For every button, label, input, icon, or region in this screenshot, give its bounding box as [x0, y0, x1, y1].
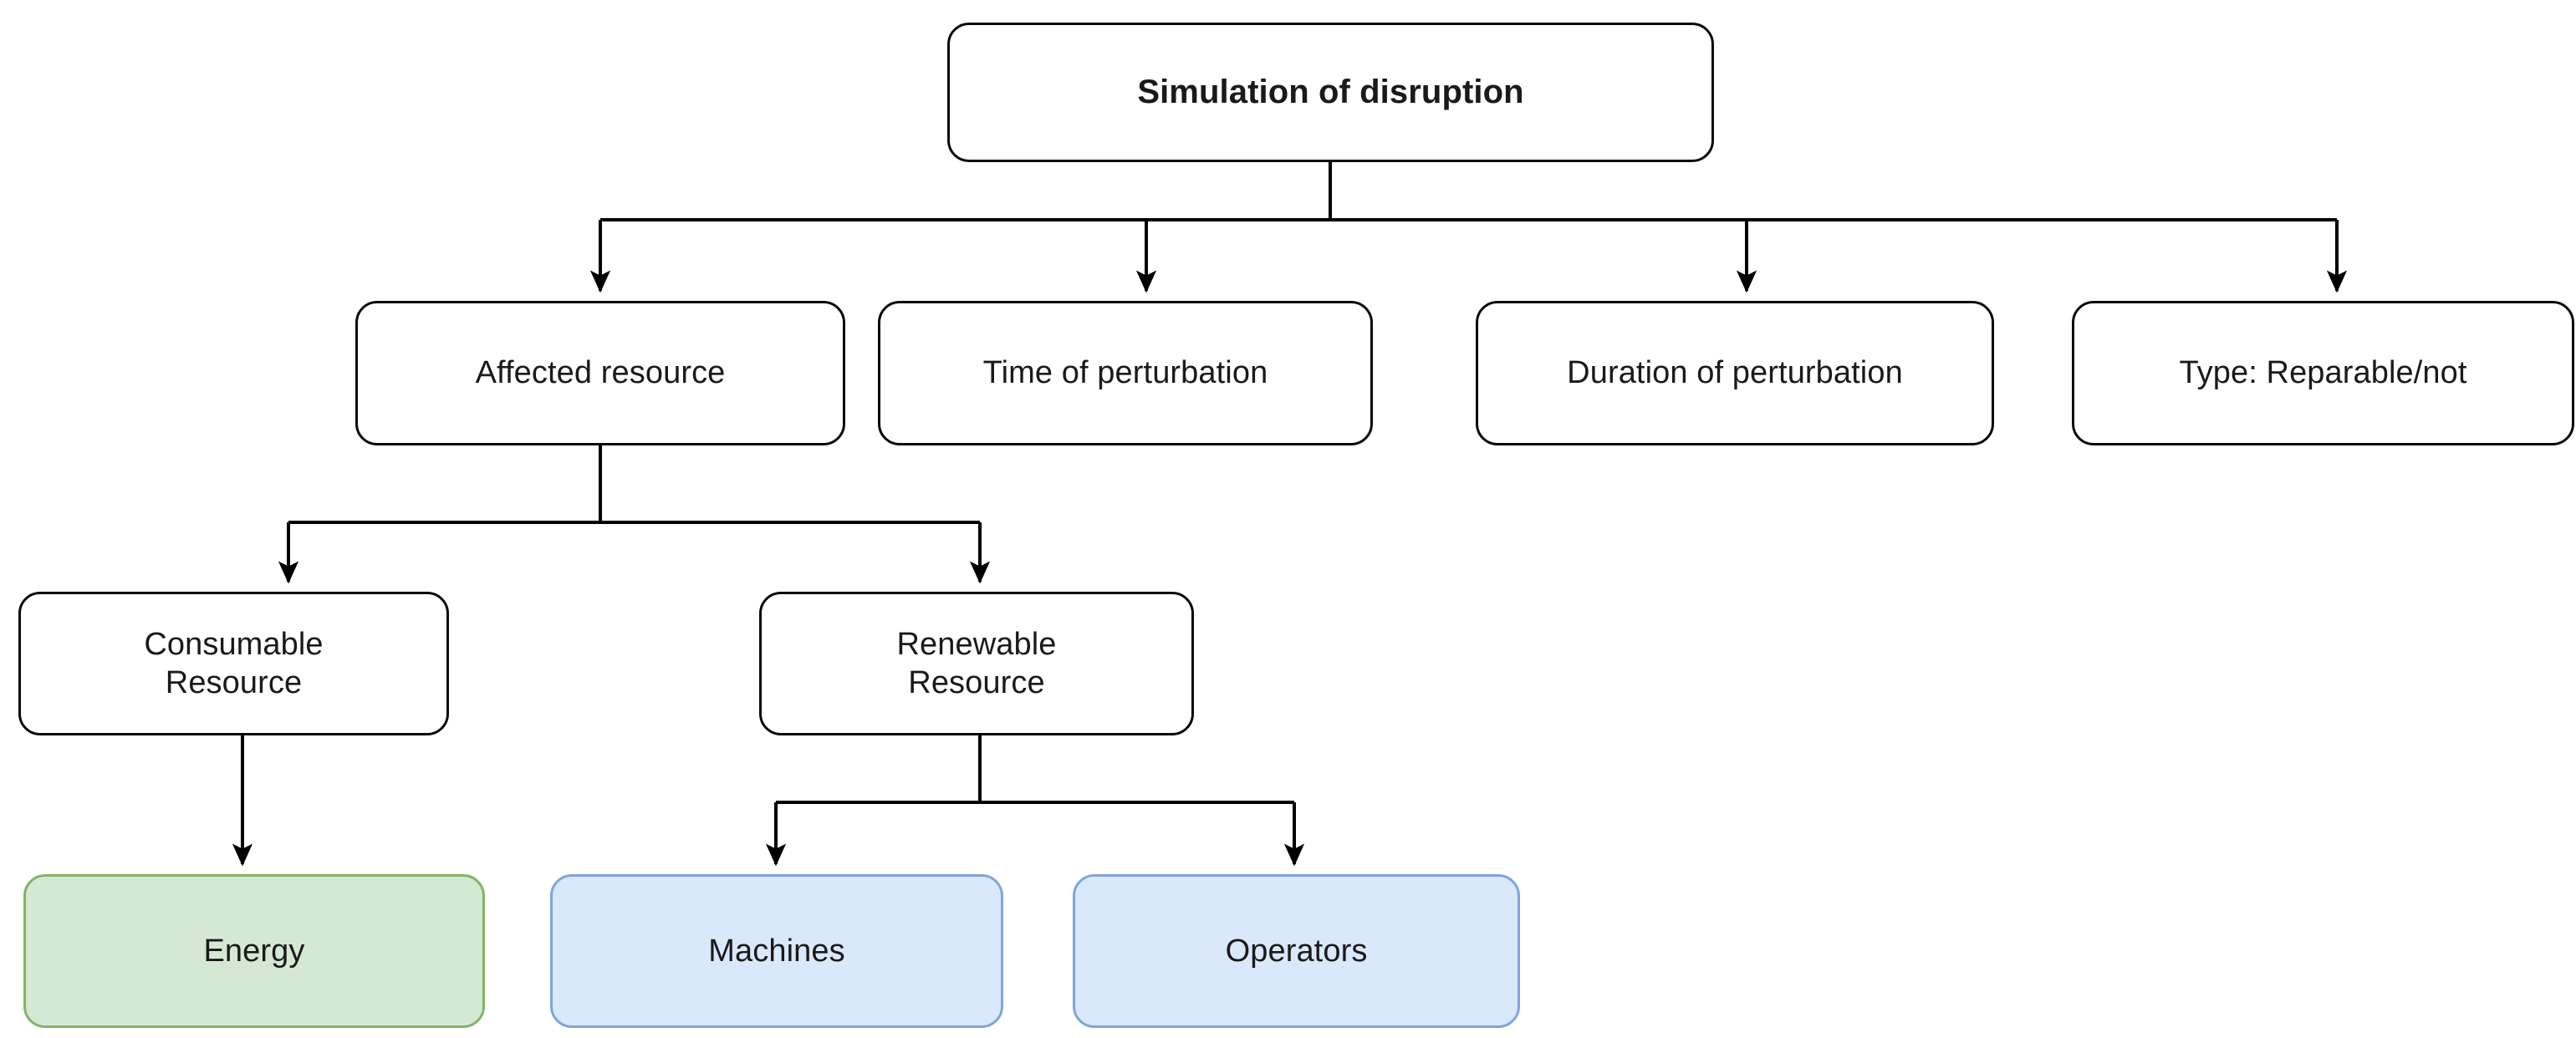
node-type-reparable[interactable]: Type: Reparable/not — [2072, 301, 2574, 445]
node-consumable-resource-label: Consumable Resource — [144, 626, 324, 700]
node-root[interactable]: Simulation of disruption — [947, 23, 1714, 162]
node-renewable-resource-label: Renewable Resource — [896, 626, 1057, 700]
node-root-label: Simulation of disruption — [1137, 74, 1524, 111]
node-machines-label: Machines — [708, 933, 845, 969]
node-affected-resource[interactable]: Affected resource — [355, 301, 845, 445]
node-consumable-resource[interactable]: Consumable Resource — [18, 592, 449, 735]
node-duration-of-perturbation[interactable]: Duration of perturbation — [1476, 301, 1994, 445]
node-renewable-resource[interactable]: Renewable Resource — [759, 592, 1194, 735]
node-time-of-perturbation[interactable]: Time of perturbation — [878, 301, 1373, 445]
node-operators-label: Operators — [1225, 933, 1368, 969]
node-operators[interactable]: Operators — [1073, 874, 1520, 1028]
node-duration-of-perturbation-label: Duration of perturbation — [1567, 355, 1903, 391]
node-affected-resource-label: Affected resource — [475, 355, 726, 391]
node-machines[interactable]: Machines — [550, 874, 1003, 1028]
node-time-of-perturbation-label: Time of perturbation — [982, 355, 1268, 391]
node-energy-label: Energy — [203, 933, 305, 969]
node-energy[interactable]: Energy — [23, 874, 485, 1028]
node-type-reparable-label: Type: Reparable/not — [2179, 355, 2467, 391]
